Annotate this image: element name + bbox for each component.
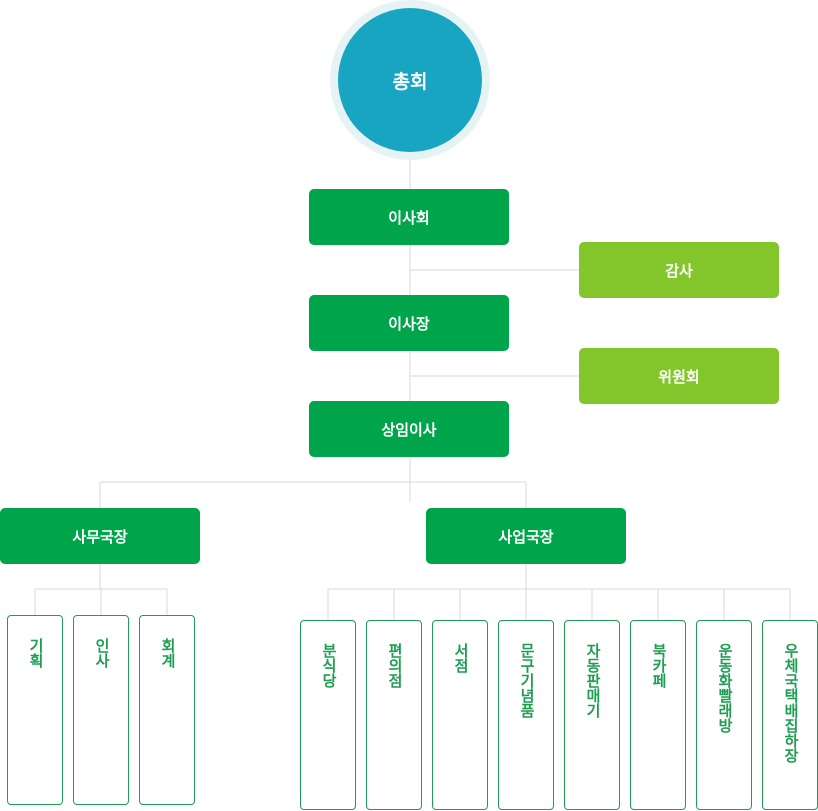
dept-label: 우체국택배집하장	[782, 643, 800, 763]
admin-office-node: 사무국장	[0, 508, 200, 564]
dept-label: 분식당	[320, 643, 338, 688]
business-office-node: 사업국장	[426, 508, 626, 564]
business-dept-book-cafe: 북카페	[630, 620, 686, 810]
chairman-node: 이사장	[309, 295, 509, 351]
dept-label: 서점	[452, 643, 470, 673]
committee-node: 위원회	[579, 348, 779, 404]
business-dept-stationery: 문구기념품	[498, 620, 554, 810]
admin-dept-accounting: 회계	[139, 615, 195, 805]
auditor-label: 감사	[665, 261, 693, 280]
business-office-label: 사업국장	[498, 527, 554, 546]
dept-label: 문구기념품	[518, 643, 536, 718]
dept-label: 편의점	[386, 643, 404, 688]
business-dept-snack-bar: 분식당	[300, 620, 356, 810]
standing-director-node: 상임이사	[309, 401, 509, 457]
committee-label: 위원회	[658, 367, 700, 386]
dept-label: 운동화빨래방	[716, 643, 734, 733]
root-label: 총회	[392, 70, 428, 93]
business-dept-post-parcel: 우체국택배집하장	[762, 620, 818, 810]
business-dept-sneaker-laundry: 운동화빨래방	[696, 620, 752, 810]
root-node: 총회	[338, 8, 482, 152]
admin-dept-hr: 인사	[73, 615, 129, 805]
admin-dept-planning: 기획	[7, 615, 63, 805]
standing-director-label: 상임이사	[381, 420, 437, 439]
dept-label: 인사	[93, 638, 111, 668]
business-dept-vending: 자동판매기	[564, 620, 620, 810]
chairman-label: 이사장	[388, 314, 430, 333]
dept-label: 회계	[159, 638, 177, 668]
dept-label: 자동판매기	[584, 643, 602, 718]
business-dept-convenience-store: 편의점	[366, 620, 422, 810]
business-dept-bookstore: 서점	[432, 620, 488, 810]
admin-office-label: 사무국장	[72, 527, 128, 546]
board-node: 이사회	[309, 189, 509, 245]
board-label: 이사회	[388, 208, 430, 227]
auditor-node: 감사	[579, 242, 779, 298]
dept-label: 북카페	[650, 643, 668, 688]
dept-label: 기획	[27, 638, 45, 668]
